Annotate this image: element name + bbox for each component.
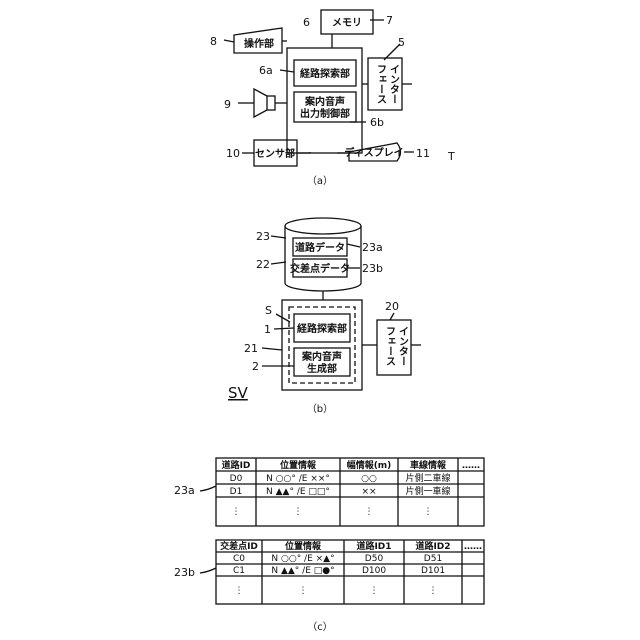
road-cell: N ▲▲° /E □□° bbox=[266, 487, 330, 497]
ref-23b-c: 23b bbox=[174, 566, 195, 579]
server-mark: SV bbox=[228, 384, 249, 402]
int-th-road1: 道路ID1 bbox=[356, 540, 391, 552]
road-cell: N ○○° /E ××° bbox=[266, 474, 330, 484]
int-th-pos: 位置情報 bbox=[285, 540, 322, 552]
interface-label-a2: フェース bbox=[375, 64, 387, 104]
road-cell: ×× bbox=[361, 487, 376, 497]
ref-23: 23 bbox=[256, 230, 270, 243]
road-th-id: 道路ID bbox=[222, 459, 251, 471]
int-cell: ⋮ bbox=[235, 586, 244, 596]
road-cell: 片側二車線 bbox=[405, 472, 450, 484]
guide-voice-label-a2: 出力制御部 bbox=[300, 107, 350, 120]
guide-voice-label-a1: 案内音声 bbox=[304, 95, 345, 108]
int-th-more: …… bbox=[464, 542, 482, 552]
route-search-label-a: 経路探索部 bbox=[300, 67, 350, 80]
database-top bbox=[285, 218, 361, 234]
road-cell: ⋮ bbox=[232, 507, 241, 517]
caption-a: （a） bbox=[307, 175, 333, 187]
ref-7: 7 bbox=[386, 14, 393, 27]
ref-22: 22 bbox=[256, 258, 270, 271]
road-cell: ○○ bbox=[361, 474, 377, 484]
ref-1: 1 bbox=[264, 323, 271, 336]
int-th-id: 交差点ID bbox=[220, 540, 258, 552]
int-cell: ⋮ bbox=[299, 586, 308, 596]
caption-b: （b） bbox=[307, 403, 333, 415]
interface-label-b1: インター bbox=[397, 326, 409, 366]
int-th-road2: 道路ID2 bbox=[415, 540, 450, 552]
road-cell: 片側一車線 bbox=[405, 485, 450, 497]
road-data-label: 道路データ bbox=[295, 241, 345, 254]
road-cell: ⋮ bbox=[294, 507, 303, 517]
ref-5: 5 bbox=[398, 36, 405, 49]
ref-6a: 6a bbox=[259, 64, 273, 77]
int-cell: ⋮ bbox=[429, 586, 438, 596]
road-th-lane: 車線情報 bbox=[410, 459, 447, 471]
caption-c: （c） bbox=[307, 621, 333, 633]
ref-6b: 6b bbox=[370, 116, 384, 129]
display-label: ディスプレイ bbox=[344, 146, 403, 159]
int-cell: D51 bbox=[424, 554, 442, 564]
speaker-cone bbox=[254, 89, 267, 117]
memory-label: メモリ bbox=[332, 17, 362, 29]
route-search-label-b: 経路探索部 bbox=[297, 322, 347, 335]
road-th-pos: 位置情報 bbox=[280, 459, 317, 471]
int-cell: N ○○° /E ×▲° bbox=[271, 554, 334, 564]
road-cell: ⋮ bbox=[424, 507, 433, 517]
ref-20: 20 bbox=[385, 300, 399, 313]
int-cell: ⋮ bbox=[370, 586, 379, 596]
ref-8: 8 bbox=[210, 35, 217, 48]
int-cell: C0 bbox=[233, 554, 245, 564]
guide-voice-label-b1: 案内音声 bbox=[301, 350, 342, 363]
road-th-width: 幅情報(m) bbox=[347, 459, 392, 471]
ref-S: S bbox=[265, 304, 272, 317]
figure-c: 23a 23b 道路ID 位置情報 幅情報(m) 車線情報 …… D0 N ○○… bbox=[174, 459, 482, 633]
road-cell: D0 bbox=[230, 474, 243, 484]
interface-label-b2: フェース bbox=[384, 326, 396, 366]
figure-b: 道路データ 交差点データ 経路探索部 案内音声 生成部 インター フェース 23… bbox=[228, 230, 409, 415]
int-cell: N ▲▲° /E □●° bbox=[271, 566, 334, 576]
ref-23b-b: 23b bbox=[362, 262, 383, 275]
ref-21: 21 bbox=[244, 342, 258, 355]
int-cell: C1 bbox=[233, 566, 245, 576]
speaker-body bbox=[267, 96, 275, 110]
ref-2: 2 bbox=[252, 360, 259, 373]
intersection-data-label: 交差点データ bbox=[290, 262, 350, 275]
road-th-more: …… bbox=[462, 461, 480, 471]
road-cell: D1 bbox=[230, 487, 243, 497]
ref-9: 9 bbox=[224, 98, 231, 111]
sensor-label: センサ部 bbox=[255, 147, 295, 160]
ref-23a-c: 23a bbox=[174, 484, 195, 497]
operation-label: 操作部 bbox=[244, 37, 274, 50]
terminal-mark: T bbox=[447, 150, 455, 163]
ref-10: 10 bbox=[226, 147, 240, 160]
road-cell: ⋮ bbox=[365, 507, 374, 517]
ref-11: 11 bbox=[416, 147, 430, 160]
int-cell: D50 bbox=[365, 554, 384, 564]
ref-6: 6 bbox=[303, 16, 310, 29]
int-cell: D101 bbox=[421, 566, 445, 576]
interface-label-a1: インター bbox=[388, 64, 400, 104]
guide-voice-label-b2: 生成部 bbox=[307, 362, 337, 375]
int-cell: D100 bbox=[362, 566, 386, 576]
ref-23a-b: 23a bbox=[362, 241, 383, 254]
